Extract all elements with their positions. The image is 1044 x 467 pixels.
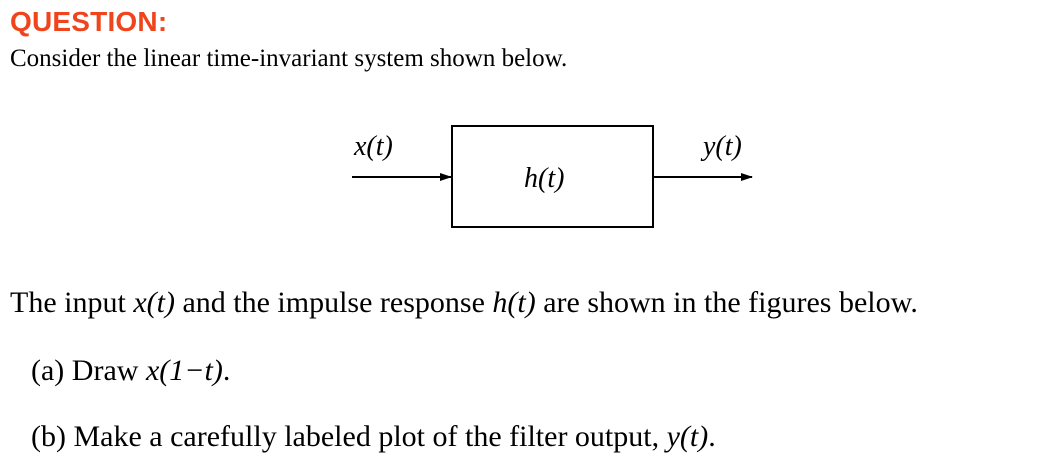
question-heading: QUESTION: [10,6,168,37]
part-a-marker: (a) [31,354,65,387]
impulse-response-ref: h(t) [492,286,536,319]
input-signal-ref: x(t) [133,286,175,319]
description-paragraph: The input x(t) and the impulse response … [10,286,918,320]
intro-text: Consider the linear time-invariant syste… [10,45,568,72]
output-signal-label: y(t) [700,131,742,162]
part-a-math: x(1−t) [145,354,223,387]
input-signal-label: x(t) [353,131,393,162]
part-b-marker: (b) [31,420,66,453]
block-label: h(t) [524,163,564,194]
part-b-text: Make a carefully labeled plot of the fil… [73,420,667,453]
para-text-2: and the impulse response [174,286,493,319]
part-a-end: . [222,354,231,387]
system-block [451,125,654,228]
part-b-math: y(t) [666,420,709,453]
part-b-end: . [708,420,716,453]
part-a: (a) Draw x(1−t). [31,354,230,388]
part-a-text: Draw [71,354,146,387]
para-text-1: The input [10,286,134,319]
para-text-3: are shown in the figures below. [535,286,918,319]
part-b: (b) Make a carefully labeled plot of the… [31,420,716,454]
